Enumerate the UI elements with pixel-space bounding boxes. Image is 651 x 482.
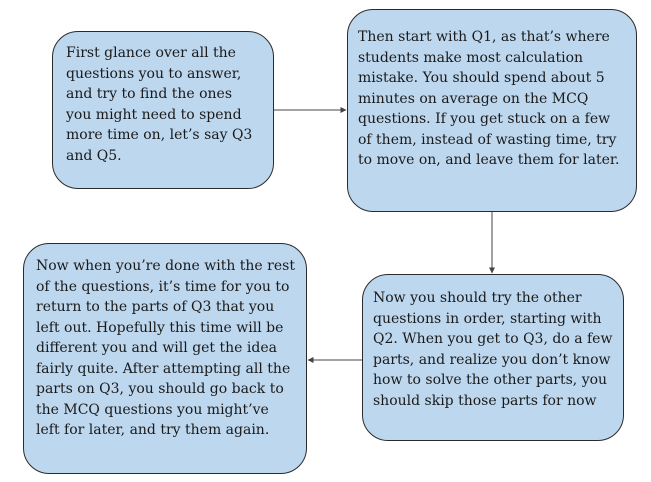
step-1-box: First glance over all the questions you … [52,31,274,189]
step-4-box: Now when you’re done with the rest of th… [23,243,307,474]
step-4-text: Now when you’re done with the rest of th… [36,258,295,438]
step-3-text: Now you should try the other questions i… [373,290,613,409]
step-2-text: Then start with Q1, as that’s where stud… [358,29,620,168]
step-3-box: Now you should try the other questions i… [362,274,624,441]
step-1-text: First glance over all the questions you … [66,45,253,164]
step-2-box: Then start with Q1, as that’s where stud… [347,9,637,212]
